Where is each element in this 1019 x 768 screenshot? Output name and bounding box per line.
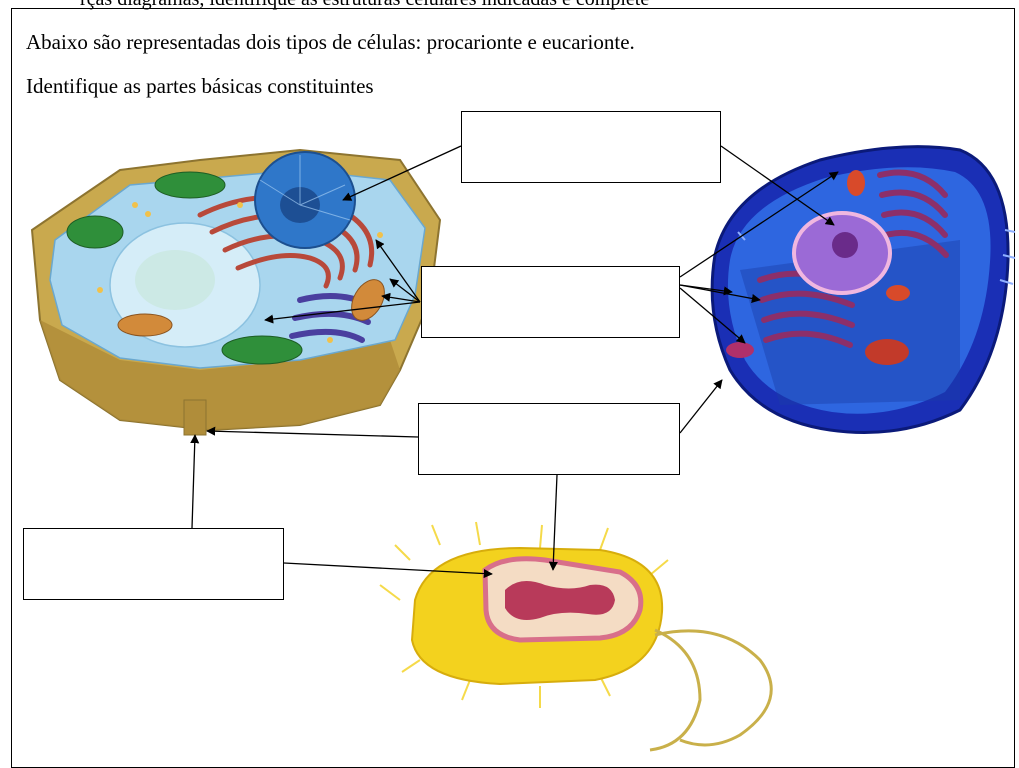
answer-box-middle[interactable] — [421, 266, 680, 338]
animal-cell-illustration — [712, 147, 1015, 433]
plant-cell-illustration — [32, 150, 440, 435]
answer-box-top[interactable] — [461, 111, 721, 183]
answer-box-lower[interactable] — [418, 403, 680, 475]
answer-box-left[interactable] — [23, 528, 284, 600]
bacterial-cell-illustration — [380, 522, 771, 750]
